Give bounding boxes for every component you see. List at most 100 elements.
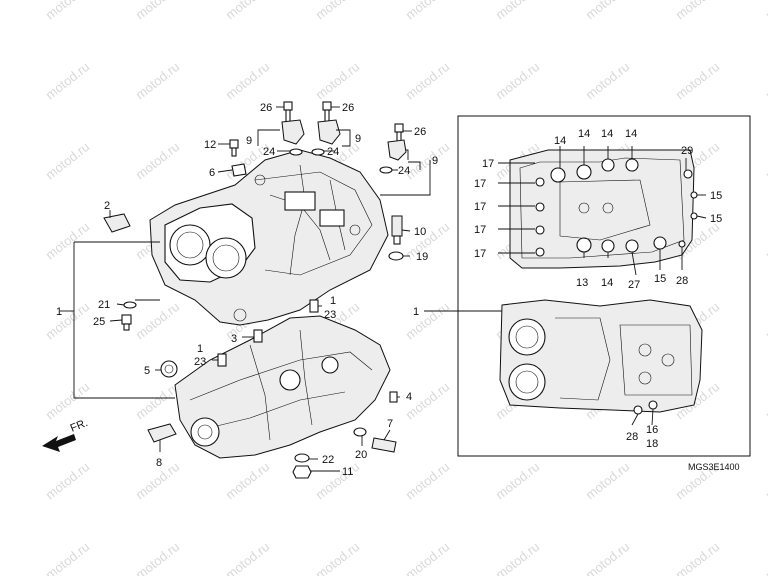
watermark-text: motod.ru: [133, 59, 183, 102]
watermark-text: motod.ru: [313, 539, 363, 576]
callout-18: 18: [646, 438, 658, 450]
watermark-text: motod.ru: [493, 539, 543, 576]
callout-24: 24: [327, 146, 339, 158]
callout-16: 16: [646, 424, 658, 436]
watermark-text: motod.ru: [403, 459, 453, 502]
watermark-text: motod.ru: [0, 219, 2, 262]
watermark-text: motod.ru: [763, 539, 768, 576]
watermark-text: motod.ru: [763, 379, 768, 422]
watermark-text: motod.ru: [43, 139, 93, 182]
callout-19: 19: [416, 251, 428, 263]
front-indicator-label: FR.: [69, 417, 90, 435]
watermark-text: motod.ru: [43, 59, 93, 102]
upper-crankcase-top-view: [499, 299, 703, 415]
callout-2: 2: [104, 200, 110, 212]
watermark-text: motod.ru: [583, 59, 633, 102]
watermark-text: motod.ru: [763, 0, 768, 22]
watermark-text: motod.ru: [673, 59, 723, 102]
inset-frame: [457, 115, 751, 457]
watermark-text: motod.ru: [223, 539, 273, 576]
watermark-text: motod.ru: [403, 59, 453, 102]
watermark-text: motod.ru: [313, 0, 363, 22]
watermark-text: motod.ru: [0, 59, 2, 102]
callout-17: 17: [474, 201, 486, 213]
callout-6: 6: [209, 167, 215, 179]
callout-23: 23: [194, 356, 206, 368]
watermark-text: motod.ru: [763, 219, 768, 262]
leader-lines-left: [60, 106, 431, 472]
watermark-text: motod.ru: [403, 299, 453, 342]
watermark-text: motod.ru: [403, 539, 453, 576]
callout-27: 27: [628, 279, 640, 291]
callout-22: 22: [322, 454, 334, 466]
watermark-text: motod.ru: [313, 459, 363, 502]
watermark-text: motod.ru: [583, 0, 633, 22]
watermark-text: motod.ru: [0, 299, 2, 342]
callout-29: 29: [681, 145, 693, 157]
callout-10: 10: [414, 226, 426, 238]
callout-17: 17: [474, 178, 486, 190]
watermark-text: motod.ru: [0, 139, 2, 182]
upper-crankcase: [149, 149, 389, 326]
front-arrow-icon: FR.: [42, 417, 90, 452]
callout-12: 12: [204, 139, 216, 151]
watermark-text: motod.ru: [313, 59, 363, 102]
watermark-text: motod.ru: [583, 459, 633, 502]
watermark-text: motod.ru: [43, 219, 93, 262]
callout-9: 9: [246, 135, 252, 147]
watermark-text: motod.ru: [0, 539, 2, 576]
callout-11: 11: [342, 466, 353, 478]
watermark-text: motod.ru: [673, 539, 723, 576]
watermark-text: motod.ru: [43, 0, 93, 22]
callout-17: 17: [474, 248, 486, 260]
watermark-text: motod.ru: [223, 59, 273, 102]
callout-3: 3: [231, 333, 237, 345]
callout-9: 9: [432, 155, 438, 167]
watermark-text: motod.ru: [43, 299, 93, 342]
watermark-text: motod.ru: [763, 299, 768, 342]
callout-25: 25: [93, 316, 105, 328]
callout-7: 7: [387, 418, 393, 430]
watermark-text: motod.ru: [43, 459, 93, 502]
watermark-text: motod.ru: [763, 59, 768, 102]
callout-1: 1: [56, 306, 62, 318]
callout-14: 14: [601, 277, 613, 289]
callout-24: 24: [263, 146, 275, 158]
callout-1: 1: [330, 295, 336, 307]
callout-15: 15: [654, 273, 666, 285]
watermark-text: motod.ru: [673, 0, 723, 22]
callout-14: 14: [578, 128, 590, 140]
callout-8: 8: [156, 457, 162, 469]
callout-15: 15: [710, 213, 722, 225]
callout-17: 17: [482, 158, 494, 170]
callout-23: 23: [324, 309, 336, 321]
watermark-text: motod.ru: [493, 0, 543, 22]
callout-9: 9: [355, 133, 361, 145]
lower-crankcase: [174, 315, 391, 459]
callout-4: 4: [406, 391, 412, 403]
watermark-text: motod.ru: [493, 59, 543, 102]
callout-numbers: 1 1 1 1 2 3 4 5 6 7 8 9 9 9 10 11 12 13 …: [56, 102, 722, 478]
callout-14: 14: [625, 128, 637, 140]
callout-21: 21: [98, 299, 110, 311]
watermark-text: motod.ru: [493, 459, 543, 502]
watermark-text: motod.ru: [0, 379, 2, 422]
watermark-text: motod.ru: [763, 459, 768, 502]
callout-26: 26: [414, 126, 426, 138]
callout-15: 15: [710, 190, 722, 202]
watermark-text: motod.ru: [133, 0, 183, 22]
leader-lines-right: [424, 146, 707, 426]
callout-28: 28: [626, 431, 638, 443]
callout-1: 1: [413, 306, 419, 318]
watermark-text: motod.ru: [403, 0, 453, 22]
watermark-text: motod.ru: [43, 379, 93, 422]
watermark-text: motod.ru: [133, 139, 183, 182]
callout-17: 17: [474, 224, 486, 236]
callout-28: 28: [676, 275, 688, 287]
callout-24: 24: [398, 165, 410, 177]
lower-crankcase-bottom-view: [509, 149, 698, 269]
callout-14: 14: [601, 128, 613, 140]
watermark-text: motod.ru: [583, 539, 633, 576]
